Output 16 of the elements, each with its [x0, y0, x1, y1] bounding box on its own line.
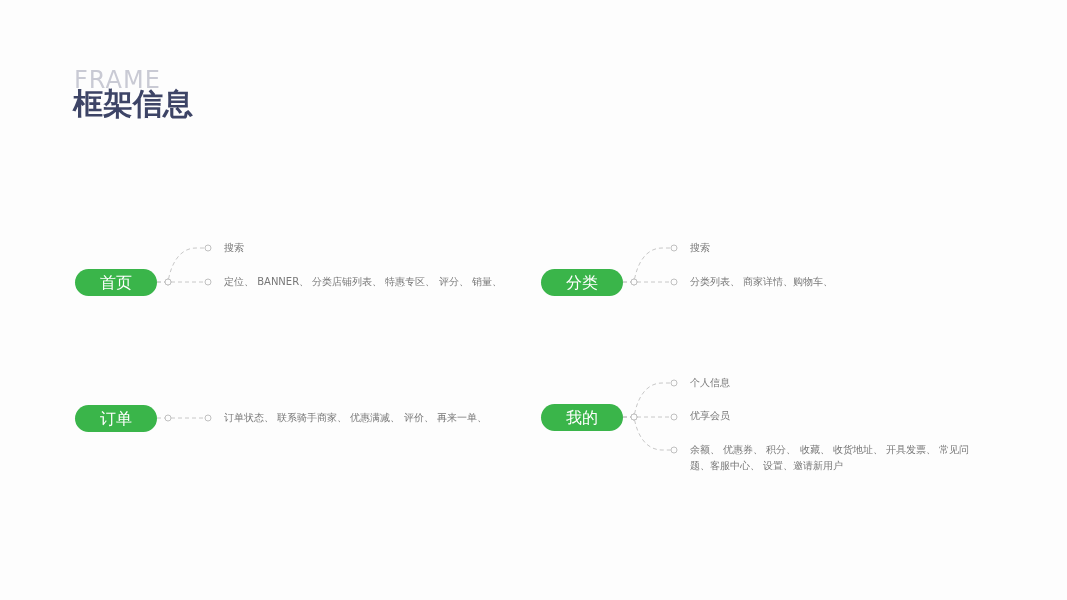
connector [622, 278, 678, 286]
item-text: 分类列表、 商家详情、购物车、 [677, 274, 890, 290]
item-text: 优享会员 [677, 408, 810, 424]
connector [622, 413, 678, 454]
category-pill: 分类 [541, 268, 623, 296]
item-text: 搜索 [211, 240, 344, 256]
category-pill: 订单 [75, 404, 157, 432]
category-pill: 首页 [75, 268, 157, 296]
item-text: 个人信息 [677, 375, 810, 391]
connector [156, 414, 212, 422]
item-text: 订单状态、 联系骑手商家、 优惠满减、 评价、 再来一单、 [211, 410, 524, 426]
category-pill: 我的 [541, 403, 623, 431]
item-text: 余额、 优惠券、 积分、 收藏、 收货地址、 开具发票、 常见问题、客服中心、 设置、邀请新用户 [677, 442, 988, 474]
item-text: 定位、 BANNER、 分类店铺列表、 特惠专区、 评分、 销量、 [211, 274, 524, 290]
connector [156, 278, 212, 286]
item-text: 搜索 [677, 240, 810, 256]
